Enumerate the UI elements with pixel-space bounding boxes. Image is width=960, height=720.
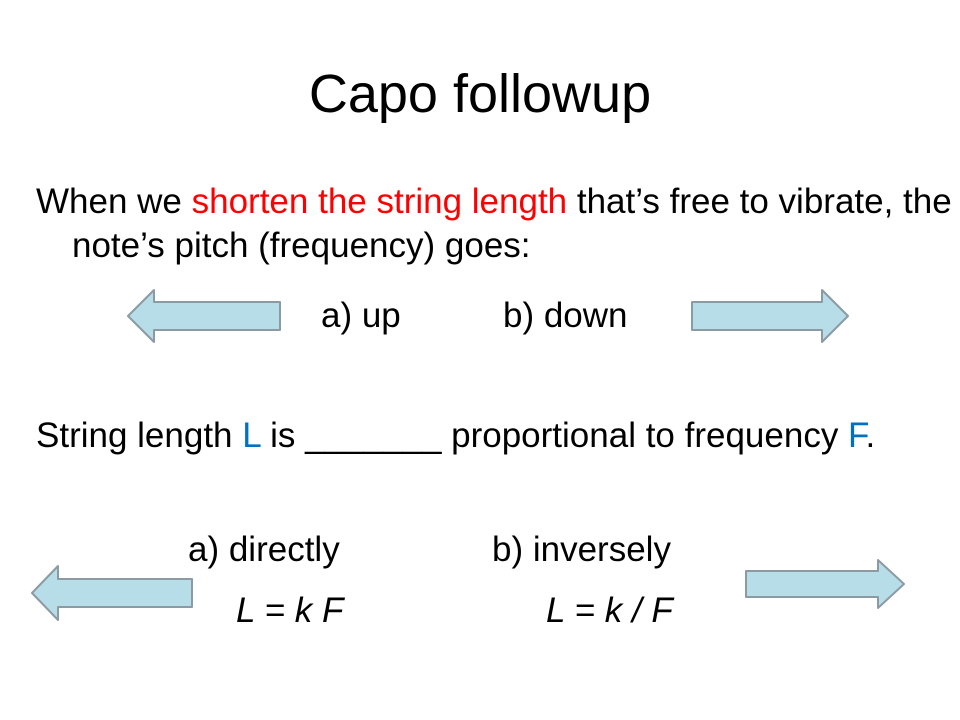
question-2-part1: String length: [36, 416, 243, 455]
formula-direct: L = k F: [236, 591, 344, 630]
q1-option-a: a) up: [321, 296, 401, 335]
slide-title: Capo followup: [308, 64, 652, 124]
question-1-highlight: shorten the string length: [191, 182, 568, 221]
q1-option-b: b) down: [503, 296, 628, 335]
question-1-part1: When we: [36, 182, 192, 221]
q2-option-a: a) directly: [188, 530, 340, 569]
variable-F: F: [848, 416, 866, 455]
question-2-part3: .: [865, 416, 876, 455]
question-2-part2: is _______ proportional to frequency: [260, 416, 849, 455]
left-arrow-icon: [127, 289, 281, 343]
left-arrow-icon: [31, 565, 193, 621]
question-2-text: String length L is _______ proportional …: [36, 414, 960, 458]
right-arrow-icon: [745, 559, 905, 609]
q2-option-b: b) inversely: [492, 530, 671, 569]
variable-L: L: [242, 416, 261, 455]
question-1-text: When we shorten the string length that’s…: [36, 180, 960, 268]
question-1-part2: that’s free to vibrate, the note’s pitch…: [72, 182, 952, 265]
formula-inverse: L = k / F: [546, 591, 673, 630]
right-arrow-icon: [691, 289, 849, 343]
